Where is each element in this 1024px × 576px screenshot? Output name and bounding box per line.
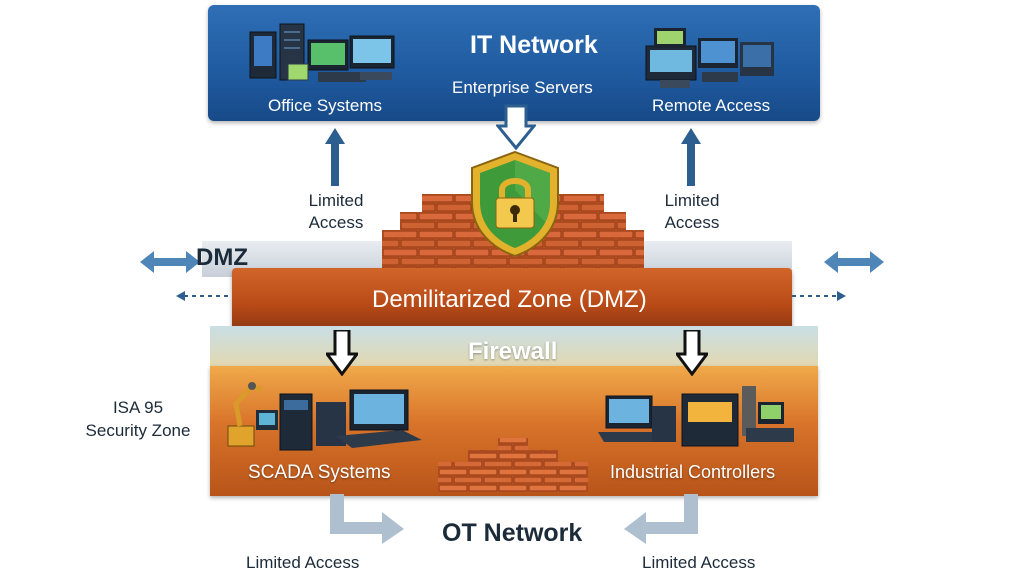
dmz-side-label: DMZ xyxy=(196,244,248,271)
industrial-controllers-icon xyxy=(598,386,794,447)
remote-access-label: Remote Access xyxy=(652,96,771,115)
dmz-left-double-arrow-icon xyxy=(140,251,200,273)
dmz-band-label: Demilitarized Zone (DMZ) xyxy=(372,286,647,313)
bottom-right-access-arrow-icon xyxy=(624,494,698,544)
shield-lock-icon xyxy=(471,150,559,258)
limited-access-bottom-left: Limited Access xyxy=(246,553,360,572)
limited-access-upper-left: Limited Access xyxy=(300,190,372,234)
office-systems-label: Office Systems xyxy=(268,96,382,115)
limited-access-upper-right: Limited Access xyxy=(656,190,728,234)
limited-access-ul-line2: Access xyxy=(308,213,364,232)
ot-brick-wall-icon xyxy=(438,438,588,492)
limited-access-bottom-right: Limited Access xyxy=(642,553,756,572)
office-systems-icon xyxy=(249,23,395,82)
bottom-left-access-arrow-icon xyxy=(330,494,404,544)
ot-network-title: OT Network xyxy=(442,519,583,547)
dmz-band xyxy=(232,268,792,330)
enterprise-servers-label: Enterprise Servers xyxy=(452,78,593,97)
right-up-arrow-icon xyxy=(681,128,701,186)
firewall-label: Firewall xyxy=(468,338,558,365)
enterprise-down-arrow-icon xyxy=(496,104,536,151)
isa95-line2: Security Zone xyxy=(85,421,191,440)
dmz-left-dashed-arrow-icon xyxy=(176,291,230,301)
limited-access-ul-line1: Limited xyxy=(308,191,364,210)
remote-access-icon xyxy=(645,28,774,88)
industrial-controllers-label: Industrial Controllers xyxy=(610,462,776,482)
scada-systems-label: SCADA Systems xyxy=(248,462,391,483)
dmz-right-dashed-arrow-icon xyxy=(792,291,846,301)
scada-systems-icon xyxy=(227,382,422,451)
limited-access-ur-line2: Access xyxy=(664,213,720,232)
isa95-security-zone-label: ISA 95 Security Zone xyxy=(76,396,200,442)
firewall-band xyxy=(210,326,818,372)
isa95-line1: ISA 95 xyxy=(112,398,164,417)
left-up-arrow-icon xyxy=(325,128,345,186)
limited-access-ur-line1: Limited xyxy=(664,191,720,210)
dmz-right-double-arrow-icon xyxy=(824,251,884,273)
left-down-arrow-icon xyxy=(326,330,358,376)
right-down-arrow-icon xyxy=(676,330,708,376)
it-network-title: IT Network xyxy=(470,31,598,59)
